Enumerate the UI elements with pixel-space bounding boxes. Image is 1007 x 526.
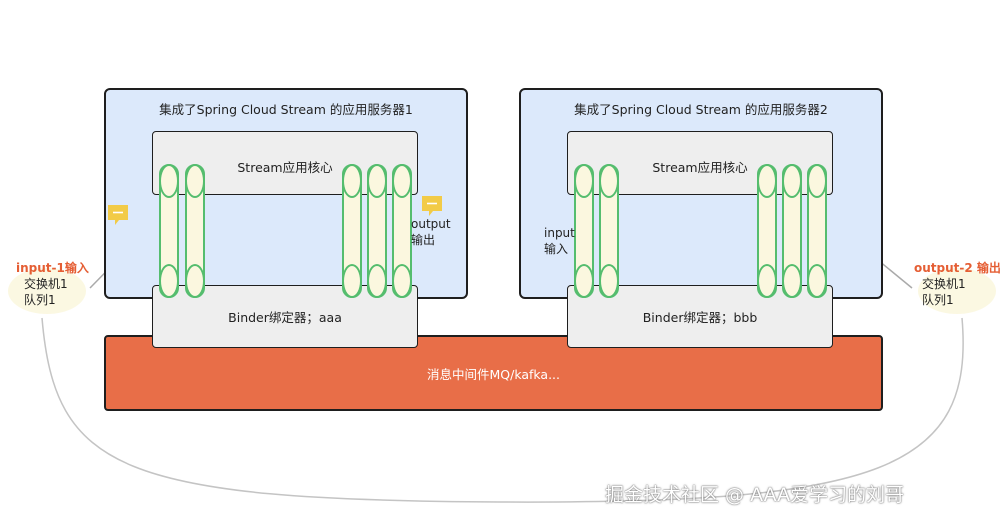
external-output-queue: 队列1 xyxy=(922,293,954,307)
channel-pipe-bottom-cap xyxy=(599,264,619,298)
input-port-label-line1: input xyxy=(544,226,575,240)
note-icon xyxy=(108,205,128,225)
app-server-1-title: 集成了Spring Cloud Stream 的应用服务器1 xyxy=(159,102,413,117)
channel-pipe-bottom-cap xyxy=(159,264,179,298)
channel-pipe-top-cap xyxy=(159,164,179,198)
message-middleware-label: 消息中间件MQ/kafka... xyxy=(426,366,560,382)
channel-pipe-top-cap xyxy=(392,164,412,198)
binder-1-label: Binder绑定器；aaa xyxy=(228,310,342,325)
external-output-exchange: 交换机1 xyxy=(922,277,966,291)
stream-core-1-label: Stream应用核心 xyxy=(237,160,333,175)
channel-pipe-bottom-cap xyxy=(342,264,362,298)
binder-2-label: Binder绑定器；bbb xyxy=(642,310,758,325)
external-output-title: output-2 输出 xyxy=(914,261,1001,275)
bottom-loop-curve xyxy=(41,317,964,503)
channel-pipe-bottom-cap xyxy=(782,264,802,298)
channel-pipe-top-cap xyxy=(342,164,362,198)
external-input-exchange: 交换机1 xyxy=(24,277,68,291)
input-port-label: input 输入 xyxy=(544,225,575,257)
external-output-blob xyxy=(918,268,996,314)
output-port-label-line2: 输出 xyxy=(411,233,436,247)
output-port-label-line1: output xyxy=(411,217,451,231)
note-icon xyxy=(422,196,442,216)
watermark: 掘金技术社区 @ AAA爱学习的刘哥 xyxy=(605,484,905,506)
channel-pipe-top-cap xyxy=(574,164,594,198)
channel-pipe-top-cap xyxy=(185,164,205,198)
channel-pipe-bottom-cap xyxy=(185,264,205,298)
channel-pipe-bottom-cap xyxy=(367,264,387,298)
input-port-label-line2: 输入 xyxy=(544,242,569,256)
external-input-title: input-1输入 xyxy=(16,261,89,275)
external-input-blob xyxy=(8,268,86,314)
channel-pipe-bottom-cap xyxy=(392,264,412,298)
external-input-source: input-1输入 交换机1 队列1 xyxy=(16,260,89,308)
channel-pipe-top-cap xyxy=(757,164,777,198)
external-output-target: output-2 输出 交换机1 队列1 xyxy=(914,260,1001,308)
output-port-label: output 输出 xyxy=(411,216,451,248)
channel-pipe-top-cap xyxy=(782,164,802,198)
app-server-2-title: 集成了Spring Cloud Stream 的应用服务器2 xyxy=(574,102,828,117)
channel-pipe-bottom-cap xyxy=(807,264,827,298)
stream-core-2-label: Stream应用核心 xyxy=(652,160,748,175)
channel-pipe-bottom-cap xyxy=(757,264,777,298)
channel-pipe-top-cap xyxy=(367,164,387,198)
external-input-queue: 队列1 xyxy=(24,293,56,307)
channel-pipe-top-cap xyxy=(807,164,827,198)
channel-pipe-bottom-cap xyxy=(574,264,594,298)
channel-pipe-top-cap xyxy=(599,164,619,198)
